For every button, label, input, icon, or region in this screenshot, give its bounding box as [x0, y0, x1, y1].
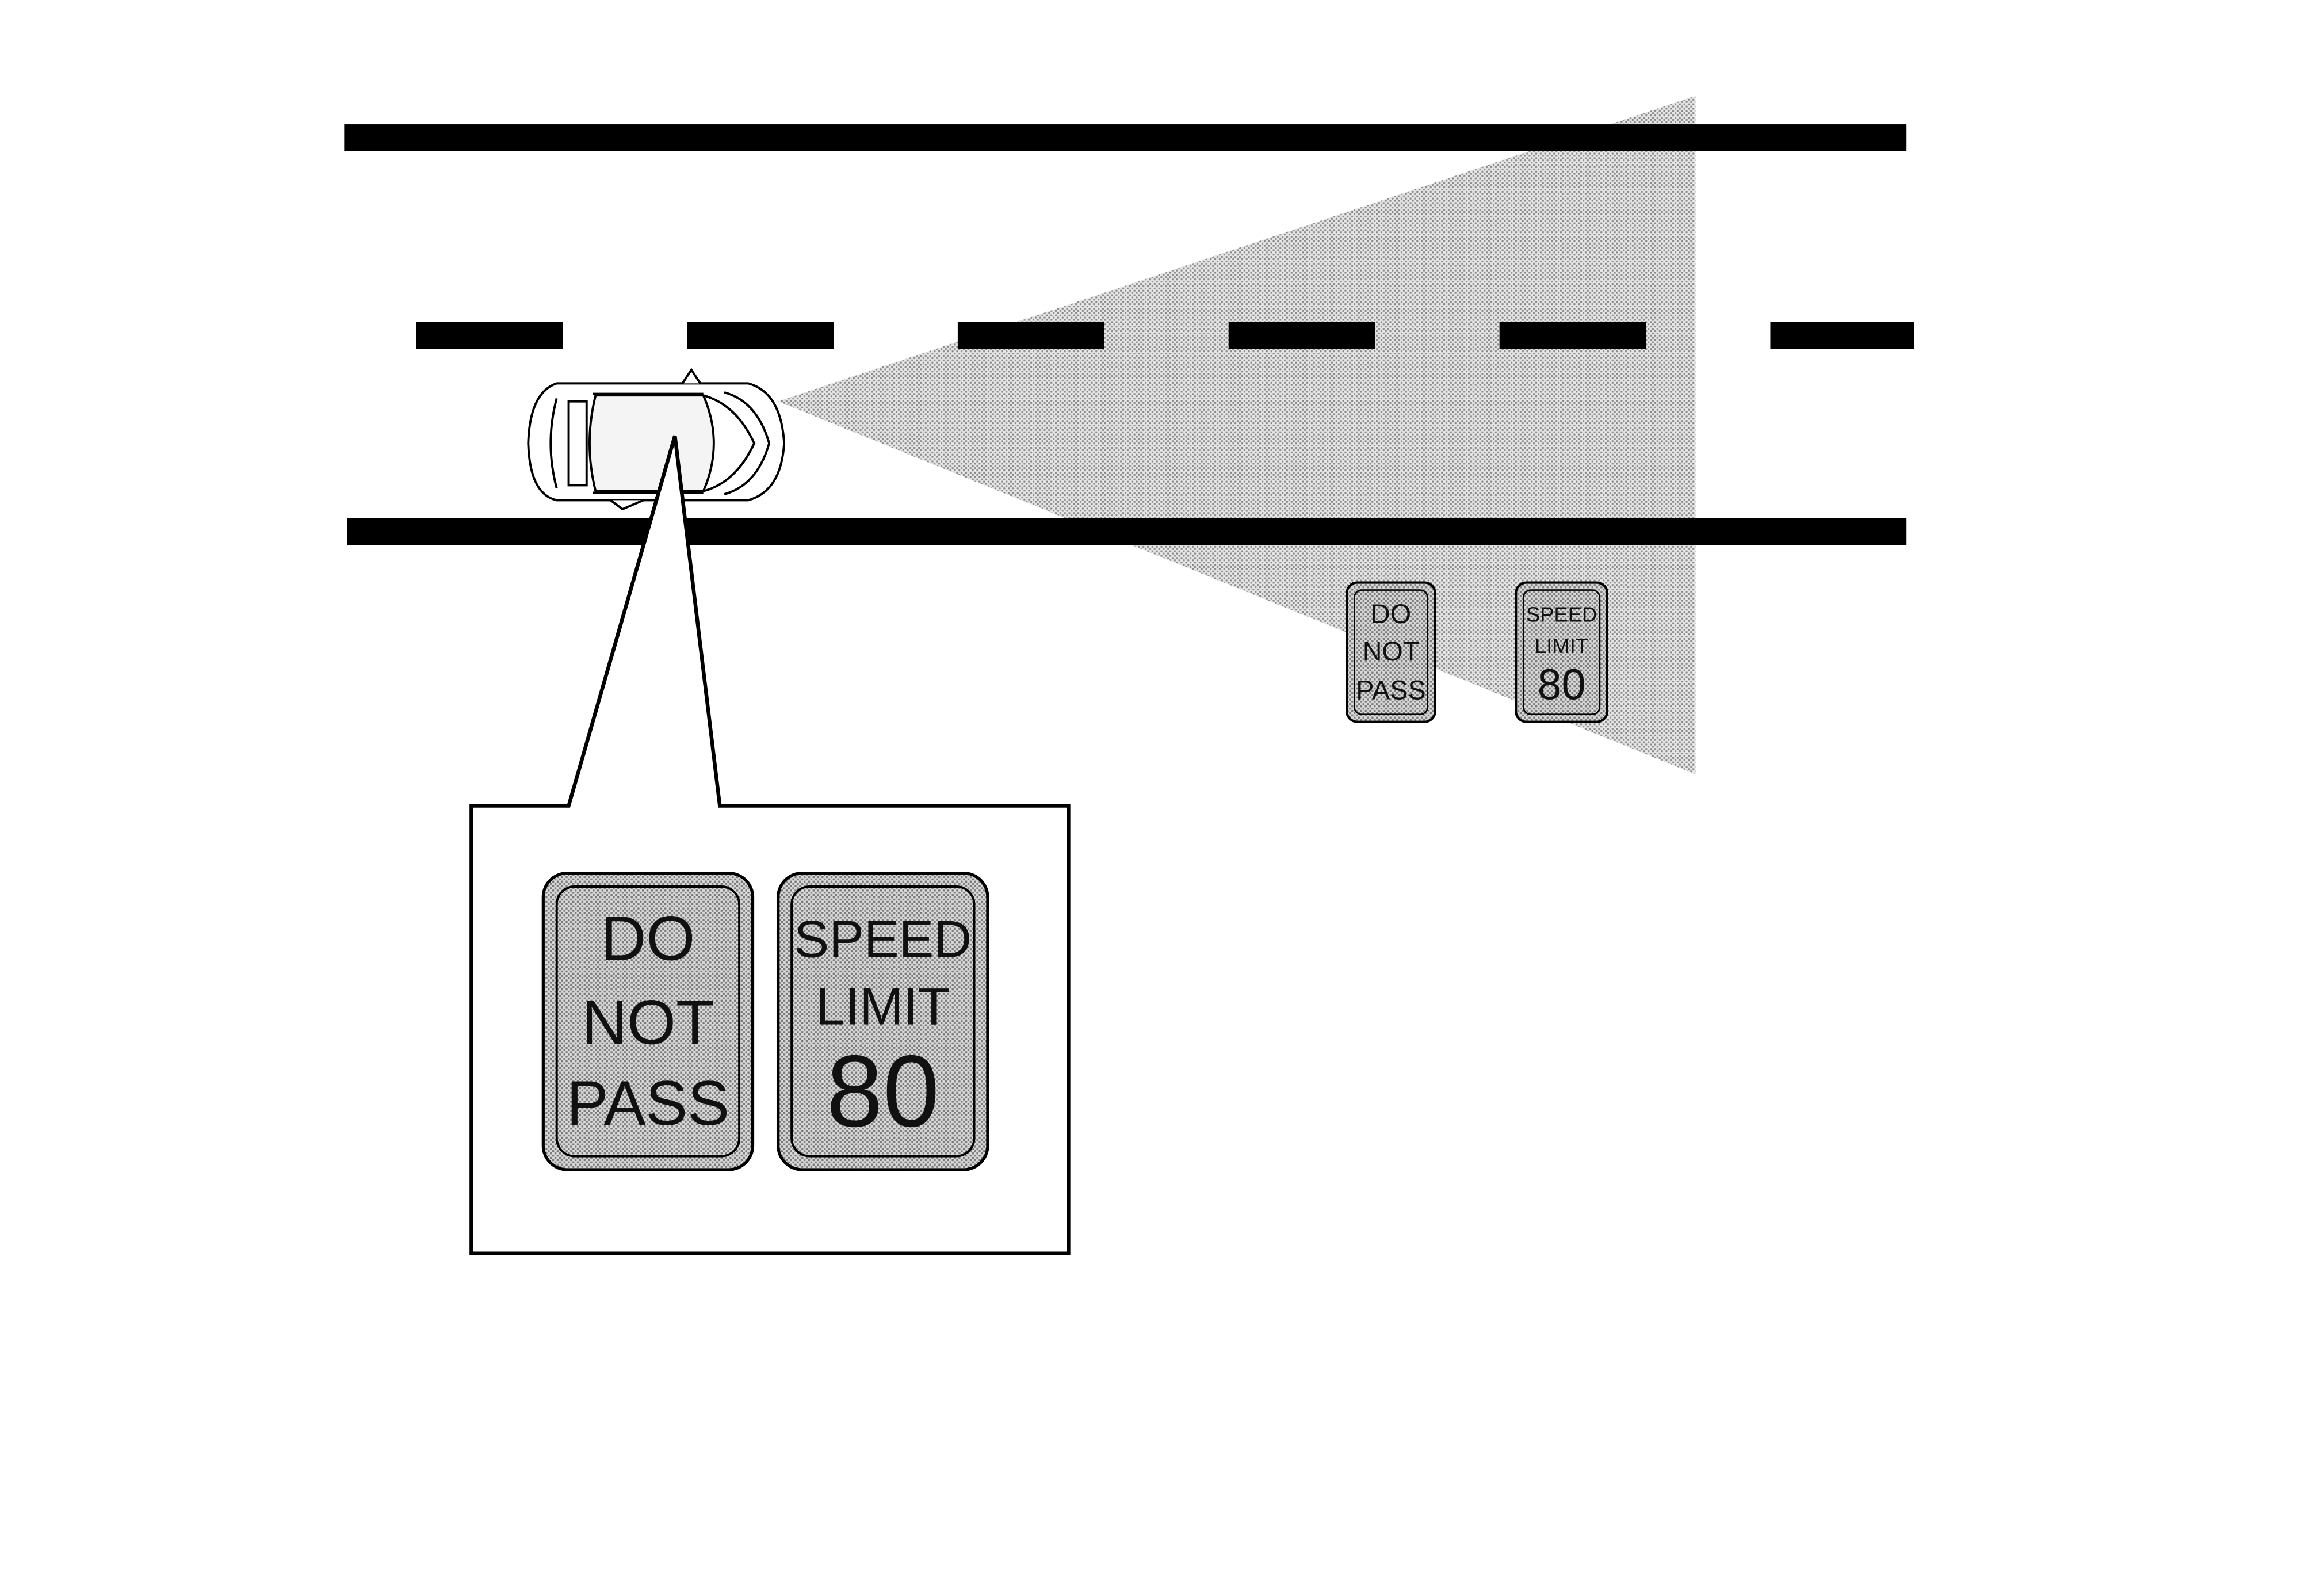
road-edge-top	[344, 124, 1907, 151]
sign-line: LIMIT	[816, 977, 950, 1036]
sign-line: NOT	[582, 987, 714, 1057]
sign-line: PASS	[567, 1068, 729, 1139]
sign-line: LIMIT	[1535, 634, 1588, 658]
roadside-sign-speed-limit: SPEED LIMIT 80	[1515, 581, 1609, 723]
sign-line: DO	[601, 904, 695, 974]
sign-line: 80	[1538, 660, 1586, 709]
callout-sign-speed-limit: SPEED LIMIT 80	[777, 871, 989, 1171]
lane-dash	[1228, 322, 1375, 349]
sign-line: SPEED	[794, 910, 972, 968]
sign-line: SPEED	[1526, 602, 1597, 626]
roadside-sign-do-not-pass: DO NOT PASS	[1346, 581, 1436, 723]
camera-field-of-view	[778, 96, 1696, 774]
sign-line: NOT	[1363, 636, 1420, 666]
lane-dash	[1770, 322, 1914, 349]
sign-line: DO	[1371, 599, 1411, 629]
sign-line: PASS	[1356, 675, 1425, 705]
lane-dash	[1499, 322, 1646, 349]
callout-sign-do-not-pass: DO NOT PASS	[541, 871, 755, 1171]
sign-line: 80	[826, 1034, 939, 1148]
car-top-view-icon	[527, 368, 786, 511]
lane-dash	[687, 322, 834, 349]
road-edge-bottom	[347, 518, 1907, 545]
lane-dash	[957, 322, 1104, 349]
lane-dash	[416, 322, 563, 349]
lane-divider-dashes	[416, 322, 1914, 349]
